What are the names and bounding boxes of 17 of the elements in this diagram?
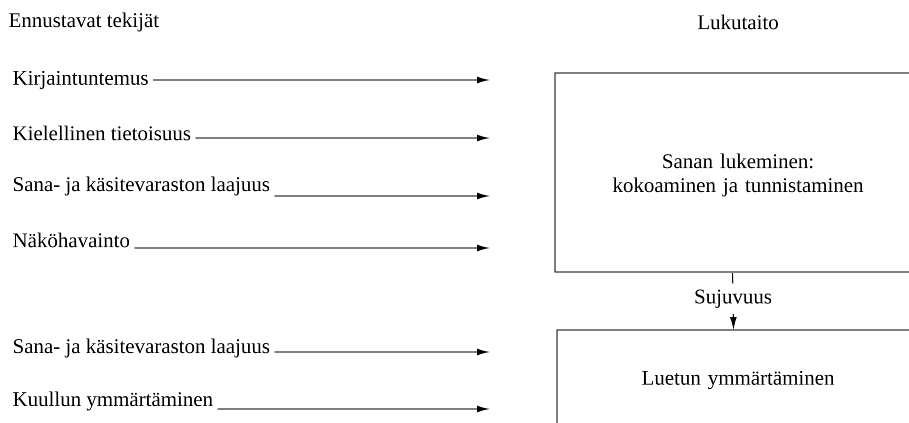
arrow (274, 192, 488, 200)
arrow (196, 134, 488, 142)
factor-text: Sana- ja käsitevaraston laajuus (14, 176, 270, 196)
factor-text: Näköhavainto (13, 232, 130, 248)
arrow (274, 348, 488, 356)
heading: Lukutaito (698, 14, 778, 30)
process-box: Sanan lukeminen: kokoaminen ja tunnistaminen (554, 72, 909, 272)
arrow (218, 406, 488, 412)
heading: Ennustavat tekijät (9, 12, 159, 32)
process-box: Luetun ymmärtäminen (556, 330, 909, 423)
factor-text: Kielellinen tietoisuus (13, 126, 190, 140)
arrow (153, 76, 488, 84)
factor-text: Kuullun ymmärtäminen (13, 391, 213, 411)
factor-text: Kirjaintuntemus (13, 70, 148, 90)
arrow (134, 244, 488, 252)
edge-label: Sujuvuus (692, 284, 774, 314)
factor-text: Sana- ja käsitevaraston laajuus (14, 338, 270, 358)
